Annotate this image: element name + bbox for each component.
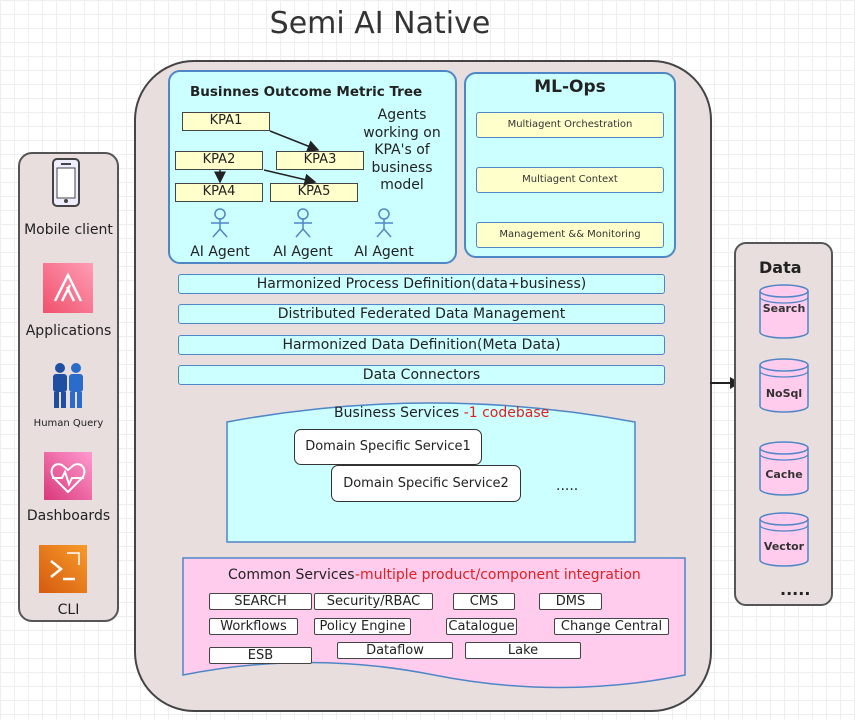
kpa-arrows bbox=[214, 130, 320, 186]
domain-service-box: Domain Specific Service2 bbox=[331, 465, 521, 502]
agents-note-line: KPA's of bbox=[374, 142, 430, 158]
layer-bar: Harmonized Data Definition(Meta Data) bbox=[178, 335, 665, 355]
business-services-label: Business Services bbox=[334, 405, 460, 421]
layer-bar: Distributed Federated Data Management bbox=[178, 304, 665, 324]
layer-bar: Data Connectors bbox=[178, 365, 665, 385]
layer-bar: Harmonized Process Definition(data+busin… bbox=[178, 274, 665, 294]
database-icon bbox=[759, 441, 809, 496]
agent-label: AI Agent bbox=[354, 244, 414, 260]
kpa-box: KPA4 bbox=[175, 183, 263, 202]
dashboards-icon bbox=[44, 452, 92, 500]
data-store-label: Vector bbox=[763, 540, 805, 553]
common-services-accent: -multiple product/component integration bbox=[355, 567, 641, 583]
agents-note-line: Agents bbox=[377, 107, 427, 123]
mlops-title: ML-Ops bbox=[534, 77, 606, 97]
agents-note: Agents working on KPA's of business mode… bbox=[362, 107, 442, 195]
client-label-mobile: Mobile client bbox=[24, 222, 113, 238]
agent-figure-icon bbox=[375, 208, 393, 238]
domain-service-box: Domain Specific Service1 bbox=[294, 429, 482, 465]
agent-figure-icon bbox=[294, 208, 312, 238]
mlops-item: Management && Monitoring bbox=[476, 222, 664, 248]
agent-figure-icon bbox=[211, 208, 229, 238]
client-label-cli: CLI bbox=[57, 602, 80, 618]
kpa-box: KPA1 bbox=[182, 112, 270, 131]
mobile-phone-icon bbox=[52, 158, 80, 207]
common-service-item: DMS bbox=[539, 593, 602, 610]
mlops-item: Multiagent Context bbox=[476, 167, 664, 193]
data-store-label: NoSql bbox=[765, 387, 803, 400]
client-label-applications: Applications bbox=[25, 323, 112, 339]
more-services-ellipsis: ..... bbox=[556, 478, 579, 494]
agents-note-line: working on bbox=[363, 124, 441, 141]
common-service-item: Dataflow bbox=[337, 642, 453, 659]
more-data-ellipsis: ..... bbox=[780, 580, 811, 599]
clients-panel bbox=[18, 152, 119, 622]
data-title: Data bbox=[759, 258, 802, 277]
agent-label: AI Agent bbox=[190, 244, 250, 260]
agent-label: AI Agent bbox=[273, 244, 333, 260]
database-icon bbox=[759, 512, 809, 567]
common-services-label: Common Services bbox=[228, 567, 355, 583]
common-service-item: Workflows bbox=[209, 618, 298, 635]
agents-note-line: model bbox=[380, 177, 424, 193]
common-service-item: Catalogue bbox=[446, 618, 517, 635]
common-service-item: Change Central bbox=[554, 618, 669, 635]
client-label-dashboards: Dashboards bbox=[26, 508, 111, 524]
mlops-item: Multiagent Orchestration bbox=[476, 112, 664, 138]
database-icon bbox=[759, 358, 809, 413]
common-service-item: Policy Engine bbox=[314, 618, 411, 635]
kpa-box: KPA3 bbox=[276, 151, 364, 170]
applications-icon bbox=[43, 263, 93, 313]
common-service-item: SEARCH bbox=[209, 593, 312, 610]
kpa-box: KPA2 bbox=[175, 151, 263, 170]
human-query-icon bbox=[53, 363, 83, 408]
business-services-accent: -1 codebase bbox=[463, 405, 550, 421]
cli-icon bbox=[39, 545, 87, 593]
common-service-item: CMS bbox=[453, 593, 515, 610]
database-icon bbox=[759, 284, 809, 339]
common-service-item: ESB bbox=[209, 647, 312, 664]
page-title: Semi AI Native bbox=[269, 6, 491, 41]
business-services-title: Business Services -1 codebase bbox=[334, 405, 549, 421]
client-label-human-query: Human Query bbox=[33, 418, 104, 429]
agents-note-line: business bbox=[371, 159, 433, 176]
data-store-label: Search bbox=[762, 302, 806, 315]
metric-tree-title: Businnes Outcome Metric Tree bbox=[190, 84, 423, 100]
common-service-item: Lake bbox=[465, 642, 581, 659]
common-services-title: Common Services -multiple product/compon… bbox=[228, 567, 641, 583]
data-store-label: Cache bbox=[765, 468, 803, 481]
common-service-item: Security/RBAC bbox=[314, 593, 433, 610]
